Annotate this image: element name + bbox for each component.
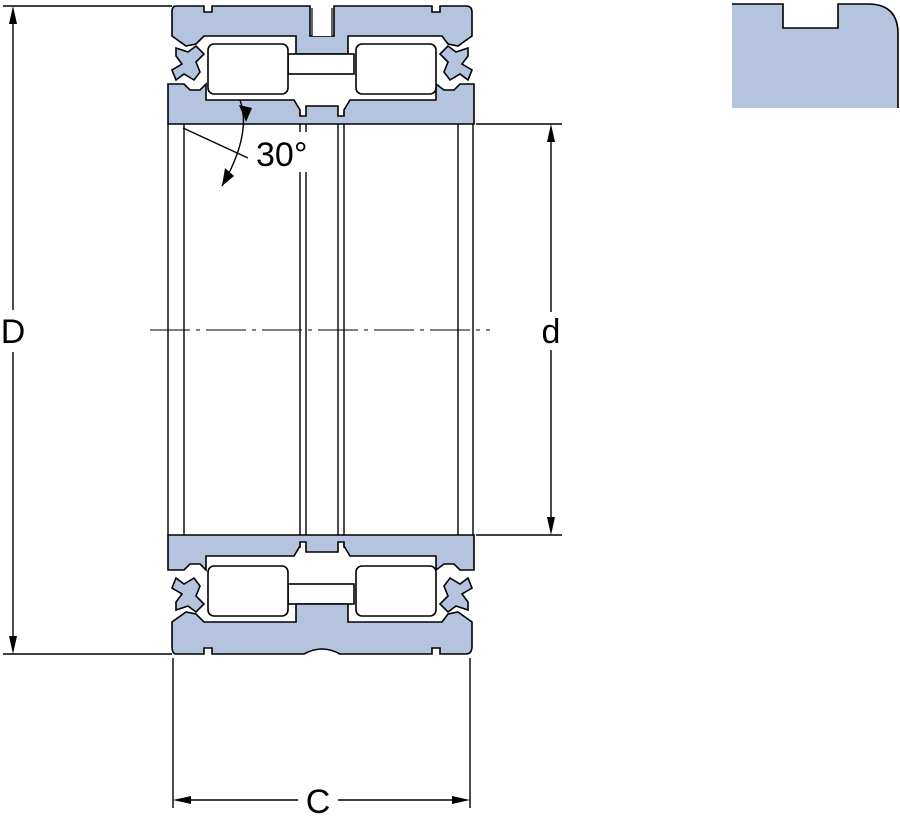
seal-bottom-right bbox=[438, 576, 473, 614]
ring-groove-detail bbox=[732, 4, 898, 108]
label-angle-background bbox=[252, 132, 322, 172]
roller-bottom-right bbox=[355, 565, 437, 617]
outer-ring-bottom bbox=[171, 603, 473, 655]
outer-ring-top bbox=[171, 5, 473, 55]
roller-bottom-left bbox=[207, 565, 289, 617]
angle-arrowhead-top bbox=[239, 105, 252, 122]
angle-callout-30 bbox=[182, 99, 252, 187]
roller-top-right bbox=[355, 43, 437, 95]
label-C-background bbox=[298, 780, 338, 820]
cage-spacer-bottom bbox=[287, 583, 355, 605]
angle-leader-line bbox=[182, 127, 249, 159]
angle-arrowhead-bottom bbox=[222, 168, 234, 186]
seal-top-left bbox=[171, 44, 206, 82]
label-D: D bbox=[1, 313, 26, 351]
bottom-cross-section bbox=[167, 534, 475, 655]
roller-top-left bbox=[207, 43, 289, 95]
arrowhead-D-bottom bbox=[9, 636, 17, 654]
arrowhead-D-top bbox=[9, 6, 17, 24]
label-C: C bbox=[306, 783, 331, 821]
cage-spacer-top bbox=[287, 53, 355, 75]
inner-ring-bottom bbox=[167, 534, 475, 572]
arrowhead-d-bottom bbox=[547, 517, 555, 535]
arrowhead-C-left bbox=[173, 796, 191, 804]
top-cross-section bbox=[167, 5, 475, 125]
seal-bottom-left bbox=[171, 576, 206, 614]
seal-top-right bbox=[438, 44, 473, 82]
arrowhead-C-right bbox=[452, 796, 470, 804]
label-d: d bbox=[542, 313, 561, 351]
lubrication-groove-top bbox=[312, 8, 332, 36]
label-d-background bbox=[538, 312, 566, 350]
arrowhead-d-top bbox=[547, 124, 555, 142]
label-D-background bbox=[0, 310, 30, 352]
label-angle-30: 30° bbox=[256, 136, 307, 174]
ring-groove-detail-outline bbox=[732, 3, 899, 108]
